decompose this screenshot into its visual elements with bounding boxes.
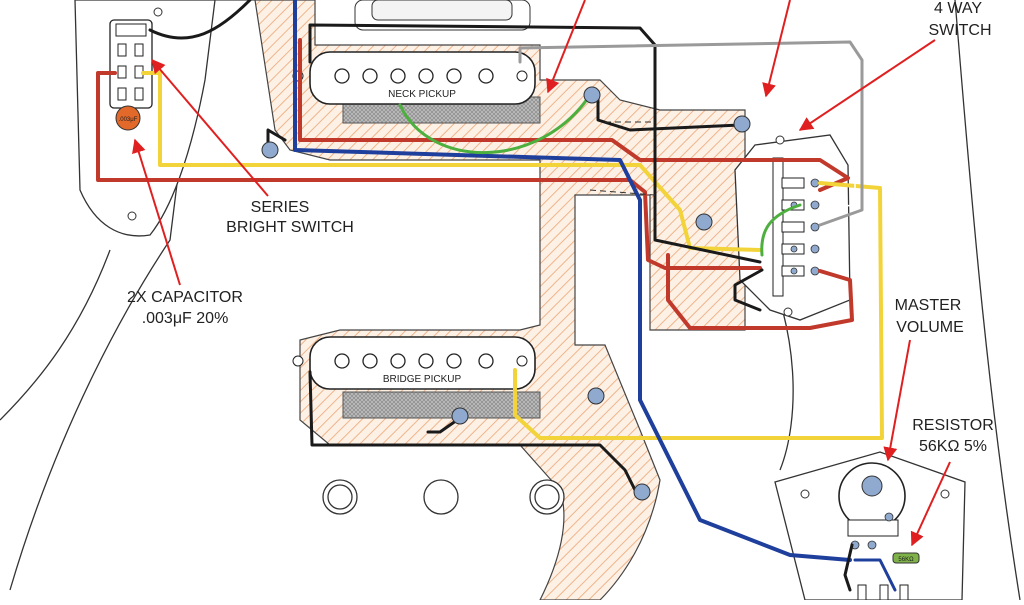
pot-lugs <box>850 512 894 550</box>
switch-solder-points <box>790 178 820 276</box>
wire-black <box>426 416 462 434</box>
wire-red <box>96 71 762 270</box>
wire-white <box>518 40 864 227</box>
wire-yellow <box>513 181 884 440</box>
wire-black <box>148 0 252 40</box>
switch-callout-line2: SWITCH <box>928 22 991 39</box>
ground-straps <box>589 121 656 196</box>
wire-red <box>666 253 854 330</box>
volume-pot-body <box>847 519 899 537</box>
wire-white <box>824 51 856 209</box>
wires <box>96 0 897 592</box>
wire-red <box>298 38 850 192</box>
capacitor-marking: .003μF <box>119 117 138 123</box>
callout-arrows <box>132 0 951 547</box>
wire-black <box>733 268 764 312</box>
resistor-marking: 56KΩ <box>898 557 914 563</box>
wire-green <box>398 93 592 155</box>
wire-green <box>760 203 802 257</box>
resistor-callout-line2: 56KΩ 5% <box>919 438 987 455</box>
wire-black <box>843 543 854 592</box>
wire-blue <box>293 0 852 562</box>
capacitor <box>115 105 141 131</box>
bridge-mount-screw <box>516 355 528 367</box>
series-switch-top <box>115 23 147 37</box>
wire-black <box>308 370 637 492</box>
top-pickup-window <box>371 0 513 21</box>
screw-hole <box>940 489 950 499</box>
capacitor-callout-line2: .003μF 20% <box>142 310 229 327</box>
wire-blue <box>853 558 897 592</box>
neck-mount-screw <box>516 70 528 82</box>
series-callout-line2: BRIGHT SWITCH <box>226 219 354 236</box>
bridge-mount-screw <box>292 355 304 367</box>
screw-hole <box>775 135 785 145</box>
solder-points <box>261 86 751 501</box>
switch-callout-line1: 4 WAY <box>934 0 982 17</box>
wire-black <box>308 23 762 264</box>
series-switch-lugs <box>117 43 144 101</box>
volume-callout-line2: VOLUME <box>896 319 964 336</box>
volume-callout-line1: MASTER <box>895 297 962 314</box>
bridge-pickup-label: BRIDGE PICKUP <box>383 374 462 385</box>
wire-black <box>596 93 742 132</box>
knob-holes <box>322 479 565 515</box>
screw-hole <box>783 307 793 317</box>
neck-pole-pieces <box>334 68 494 84</box>
capacitor-callout-line1: 2X CAPACITOR <box>127 289 243 306</box>
neck-pickup-label: NECK PICKUP <box>388 89 456 100</box>
resistor-callout-line1: RESISTOR <box>912 417 994 434</box>
screw-hole <box>153 7 163 17</box>
bridge-pole-pieces <box>334 353 494 369</box>
bridge-pickup-shield <box>342 391 541 419</box>
resistor <box>892 552 920 564</box>
output-jack-lugs <box>857 584 909 601</box>
screw-hole <box>127 211 137 221</box>
screw-hole <box>800 489 810 499</box>
volume-pot-shaft <box>861 475 883 497</box>
series-callout-line1: SERIES <box>251 199 310 216</box>
